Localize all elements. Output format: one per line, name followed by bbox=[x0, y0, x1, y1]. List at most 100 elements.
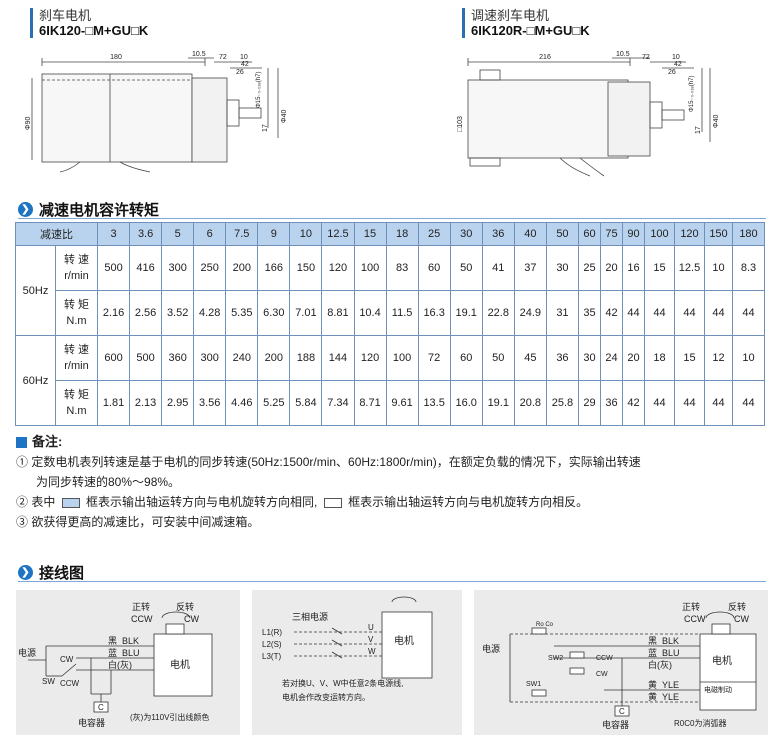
value-cell: 60 bbox=[417, 245, 451, 291]
row-label-name: 转 矩 bbox=[63, 389, 90, 401]
value-cell: 25 bbox=[578, 245, 601, 291]
section-torque-divider bbox=[18, 218, 766, 219]
value-cell: 15 bbox=[674, 335, 705, 381]
frequency-cell: 60Hz bbox=[15, 335, 56, 426]
section-torque-label: 减速电机容许转矩 bbox=[39, 202, 160, 219]
value-cell: 45 bbox=[513, 335, 547, 381]
value-cell: 4.46 bbox=[225, 380, 259, 426]
frequency-cell: 50Hz bbox=[15, 245, 56, 336]
value-cell: 2.56 bbox=[129, 290, 163, 336]
value-cell: 500 bbox=[129, 335, 163, 381]
value-cell: 8.3 bbox=[732, 245, 765, 291]
w3-wire1: 黑 bbox=[648, 636, 657, 646]
ratio-cell: 75 bbox=[600, 222, 623, 246]
value-cell: 25.8 bbox=[545, 380, 580, 426]
dim-left-label-2: 10.5 bbox=[192, 51, 206, 58]
dim-right-label-1: 216 bbox=[539, 54, 551, 61]
value-cell: 72 bbox=[417, 335, 451, 381]
notes-title: 备注: bbox=[16, 432, 641, 452]
w1-cap: C bbox=[98, 703, 104, 712]
value-cell: 24 bbox=[600, 335, 623, 381]
header-left: 刹车电机 6IK120-□M+GU□K bbox=[30, 8, 148, 38]
dim-left-label-9: Φ40 bbox=[281, 110, 288, 123]
w1-rev: 反转 bbox=[176, 601, 194, 612]
value-cell: 83 bbox=[385, 245, 419, 291]
w1-ccw2: CCW bbox=[60, 679, 80, 688]
w3-cw: CW bbox=[734, 614, 749, 624]
ratio-cell: 90 bbox=[622, 222, 645, 246]
header-left-title: 刹车电机 bbox=[39, 8, 92, 23]
ratio-cell: 30 bbox=[449, 222, 483, 246]
value-cell: 10.4 bbox=[353, 290, 387, 336]
value-cell: 20 bbox=[622, 335, 645, 381]
value-cell: 18 bbox=[644, 335, 675, 381]
dim-right-label-2: 10.5 bbox=[616, 51, 630, 58]
value-cell: 200 bbox=[257, 335, 291, 381]
value-cell: 416 bbox=[129, 245, 163, 291]
dimension-drawing-left: 180 10.5 72 10 42 26 17 Φ15₋₀.₀₁₈(h7) Φ4… bbox=[25, 51, 288, 173]
value-cell: 5.84 bbox=[289, 380, 323, 426]
w3-wire4: 黄 bbox=[648, 679, 657, 690]
note-3: ③ 欲获得更高的减速比，可安装中间减速箱。 bbox=[16, 515, 260, 529]
value-cell: 16 bbox=[622, 245, 645, 291]
value-cell: 500 bbox=[96, 245, 131, 291]
row-label-unit: r/min bbox=[64, 270, 89, 282]
row-label-unit: N.m bbox=[66, 315, 87, 327]
dim-left-label-10: Φ90 bbox=[25, 117, 32, 130]
w1-cw: CW bbox=[184, 614, 199, 624]
value-cell: 30 bbox=[578, 335, 601, 381]
w3-motor: 电机 bbox=[712, 654, 732, 667]
w2-l1: L1(R) bbox=[262, 628, 282, 637]
value-cell: 2.16 bbox=[96, 290, 131, 336]
value-cell: 9.61 bbox=[385, 380, 419, 426]
ratio-cell: 100 bbox=[644, 222, 675, 246]
dim-right-label-5: 42 bbox=[674, 61, 682, 68]
dim-right-label-8: Φ15₋₀.₀₁₈(h7) bbox=[689, 76, 695, 112]
value-cell: 44 bbox=[732, 380, 765, 426]
dim-right-label-9: Φ40 bbox=[713, 115, 720, 128]
note-1: ① 定数电机表列转速是基于电机的同步转速(50Hz:1500r/min、60Hz… bbox=[16, 455, 641, 469]
chevron-right-icon: ❯ bbox=[18, 565, 33, 580]
value-cell: 19.1 bbox=[449, 290, 483, 336]
wiring-diagram-single-phase: 正转 反转 CCW CW 电源 CW SW CCW 黑 BLK 蓝 BLU 白(… bbox=[16, 590, 240, 735]
ratio-cell: 120 bbox=[674, 222, 705, 246]
row-label-cell: 转 速 r/min bbox=[55, 245, 98, 291]
w2-l2: L2(S) bbox=[262, 640, 282, 649]
value-cell: 300 bbox=[193, 335, 227, 381]
w1-footnote: (灰)为110V引出线颜色 bbox=[130, 712, 209, 722]
w3-sw1: SW1 bbox=[526, 681, 541, 688]
ratio-cell: 36 bbox=[481, 222, 515, 246]
header-left-model: 6IK120-□M+GU□K bbox=[39, 23, 149, 38]
value-cell: 44 bbox=[644, 380, 675, 426]
dim-left-label-8: Φ15₋₀.₀₁₈(h7) bbox=[256, 72, 262, 108]
ratio-cell: 150 bbox=[704, 222, 733, 246]
note-2-mid: 框表示输出轴运转方向与电机旋转方向相同, bbox=[86, 495, 318, 509]
value-cell: 44 bbox=[704, 290, 733, 336]
value-cell: 600 bbox=[96, 335, 131, 381]
ratio-cell: 18 bbox=[385, 222, 419, 246]
note-1-cont: 为同步转速的80%～98%。 bbox=[36, 475, 181, 489]
w1-wire2-code: BLU bbox=[122, 648, 140, 658]
wiring-diagram-three-phase: 三相电源 L1(R) L2(S) L3(T) U V W 电机 若对换U、V、W… bbox=[252, 590, 462, 735]
value-cell: 100 bbox=[353, 245, 387, 291]
row-label-name: 转 速 bbox=[63, 254, 90, 266]
value-cell: 16.0 bbox=[449, 380, 483, 426]
ratio-cell: 15 bbox=[353, 222, 387, 246]
section-torque-title: ❯ 减速电机容许转矩 bbox=[18, 199, 159, 220]
w3-power: 电源 bbox=[482, 643, 500, 654]
box-blue-icon bbox=[61, 497, 80, 508]
row-label-name: 转 矩 bbox=[63, 299, 90, 311]
w2-note1: 若对换U、V、W中任意2条电源线, bbox=[282, 678, 403, 688]
value-cell: 19.1 bbox=[481, 380, 515, 426]
section-wiring-label: 接线图 bbox=[39, 565, 85, 582]
notes-title-label: 备注: bbox=[32, 434, 63, 449]
value-cell: 4.28 bbox=[193, 290, 227, 336]
value-cell: 44 bbox=[622, 290, 645, 336]
value-cell: 30 bbox=[545, 245, 580, 291]
w3-rc-1: Ro Co bbox=[536, 622, 554, 628]
